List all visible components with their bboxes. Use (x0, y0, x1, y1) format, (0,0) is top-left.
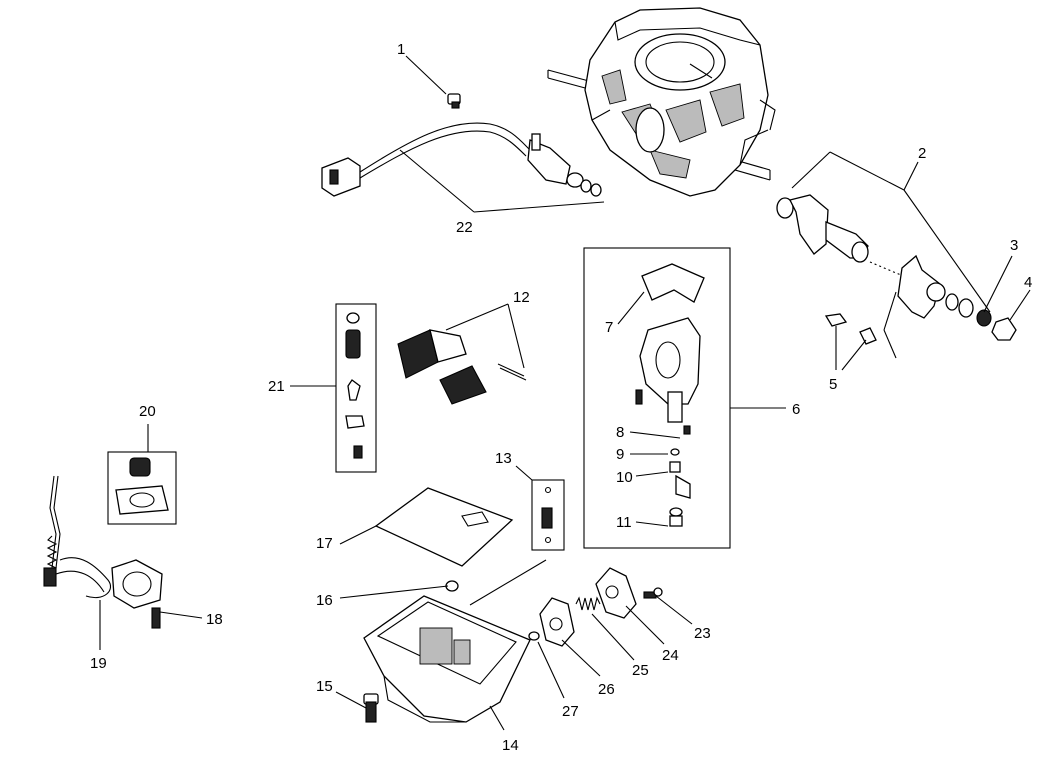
callout-1: 1 (397, 41, 405, 58)
callout-3: 3 (1010, 237, 1018, 254)
screw-part-15 (363, 693, 379, 723)
callout-2: 2 (918, 145, 926, 162)
gasket-part-17 (374, 487, 514, 567)
check-valve-part-27 (528, 631, 540, 641)
choke-rod-part-19 (43, 475, 163, 609)
callout-25: 25 (632, 662, 649, 679)
diaphragm-part-26 (539, 597, 575, 647)
callout-15: 15 (316, 678, 333, 695)
carburetor-body (547, 7, 776, 197)
callout-12: 12 (513, 289, 530, 306)
callout-14: 14 (502, 737, 519, 754)
screw-part-1 (447, 93, 461, 109)
callout-11: 11 (616, 514, 632, 531)
callout-5: 5 (829, 376, 837, 393)
float-bowl-part-14 (363, 559, 547, 723)
callout-20: 20 (139, 403, 156, 420)
callout-7: 7 (605, 319, 613, 336)
callout-21: 21 (268, 378, 285, 395)
callout-18: 18 (206, 611, 223, 628)
screw-part-23 (643, 587, 663, 599)
diaphragm-box-part-20 (107, 451, 177, 525)
throttle-lever-assembly-parts-2-5 (776, 194, 1017, 359)
fuel-cut-solenoid-part-22 (321, 122, 602, 197)
callout-6: 6 (792, 401, 800, 418)
float-part-12 (397, 329, 527, 405)
spring-part-25 (575, 596, 601, 611)
callout-27: 27 (562, 703, 579, 720)
callout-10: 10 (616, 469, 633, 486)
callout-24: 24 (662, 647, 679, 664)
leader-lines (99, 55, 1031, 731)
screw-part-18 (151, 607, 161, 629)
callout-26: 26 (598, 681, 615, 698)
callout-16: 16 (316, 592, 333, 609)
callout-23: 23 (694, 625, 711, 642)
callout-labels: 1 2 3 4 5 6 7 8 9 10 11 12 13 14 15 16 1… (90, 41, 1032, 754)
idle-parts-6-11 (635, 263, 705, 527)
callout-19: 19 (90, 655, 107, 672)
needle-valve-box-part-21 (335, 303, 377, 473)
callout-4: 4 (1024, 274, 1032, 291)
callout-17: 17 (316, 535, 333, 552)
callout-8: 8 (616, 424, 624, 441)
callout-22: 22 (456, 219, 473, 236)
callout-13: 13 (495, 450, 512, 467)
part-6-group-box (583, 247, 731, 549)
plate-box-part-13 (531, 479, 565, 551)
callout-9: 9 (616, 446, 624, 463)
pump-cover-part-24 (595, 567, 637, 619)
